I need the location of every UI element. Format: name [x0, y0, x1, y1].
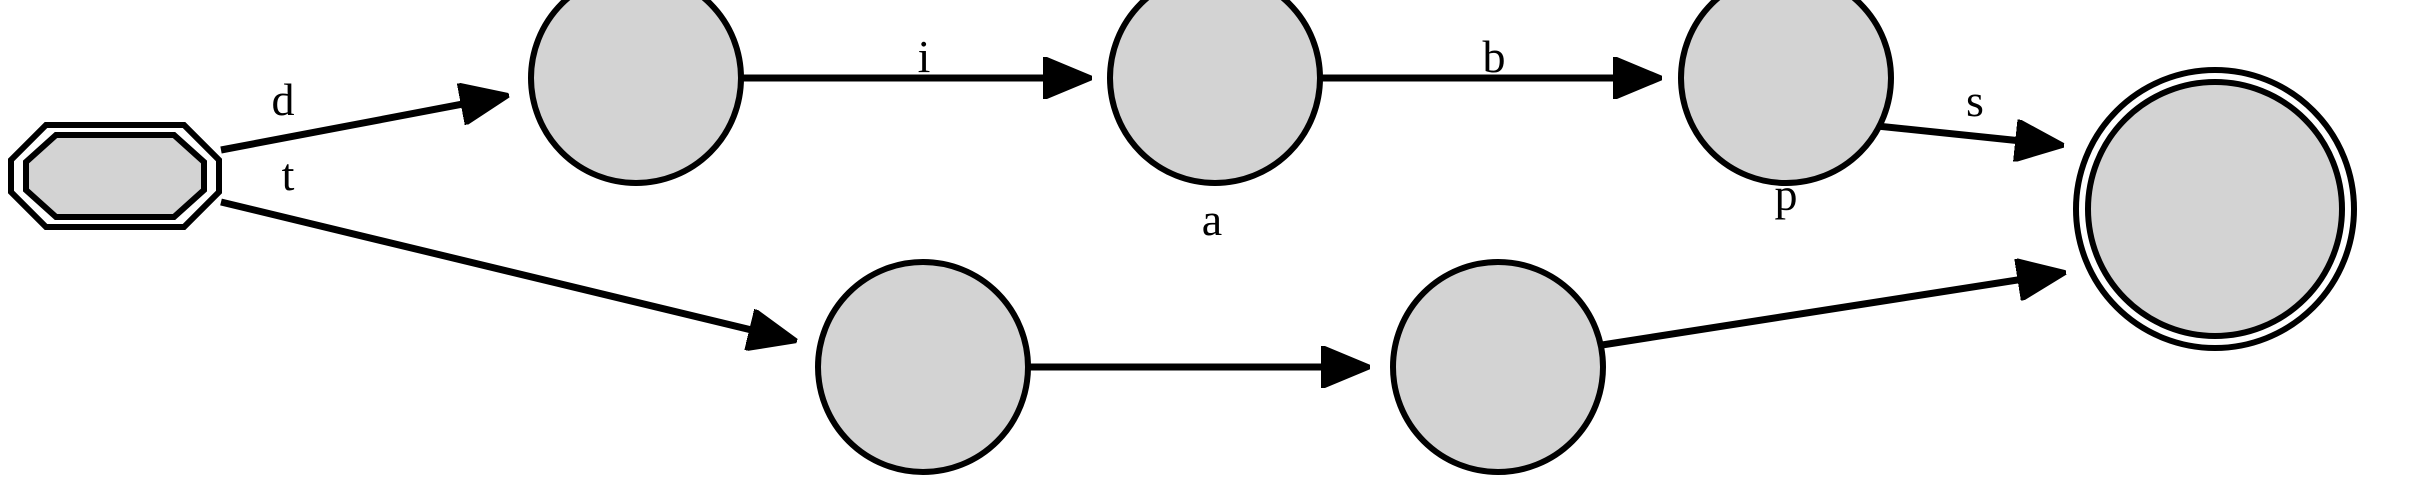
node-u3[interactable] [1678, 0, 1894, 186]
edge-label-b: b [1483, 31, 1506, 82]
edge-label-i: i [918, 31, 931, 82]
edge-label-a: a [1202, 194, 1222, 245]
node-u1[interactable] [528, 0, 744, 186]
edge-u1-to-u2[interactable]: i [742, 31, 1088, 82]
node-u1-circle [528, 0, 744, 186]
node-u2-circle [1107, 0, 1323, 186]
edge-label-d: d [272, 74, 295, 125]
edge-line-t [220, 198, 793, 340]
node-l1-circle [815, 259, 1031, 475]
node-u3-circle [1678, 0, 1894, 186]
edge-line-d [220, 96, 505, 154]
node-l1[interactable] [815, 259, 1031, 475]
edge-l2-to-accept[interactable]: p [1601, 169, 2062, 349]
node-l2-circle [1390, 259, 1606, 475]
edge-start-to-u1[interactable]: d [220, 74, 505, 154]
node-group [8, 0, 2357, 475]
accept-circle-inner [2085, 79, 2345, 339]
node-u2[interactable] [1107, 0, 1323, 186]
edge-l1-to-l2[interactable]: a [1029, 194, 1366, 367]
edge-line-s [1876, 126, 2060, 145]
node-accept[interactable] [2073, 67, 2357, 351]
edge-label-t: t [282, 149, 295, 200]
edge-u3-to-accept[interactable]: s [1876, 75, 2060, 145]
accept-circle-outer [2073, 67, 2357, 351]
start-octagon-inner [23, 132, 207, 220]
node-l2[interactable] [1390, 259, 1606, 475]
edge-start-to-l1[interactable]: t [220, 149, 793, 340]
edge-u2-to-u3[interactable]: b [1320, 31, 1658, 82]
edge-line-p [1601, 273, 2062, 349]
node-start[interactable] [8, 122, 222, 230]
start-octagon-outer [8, 122, 222, 230]
edge-label-s: s [1966, 75, 1984, 126]
